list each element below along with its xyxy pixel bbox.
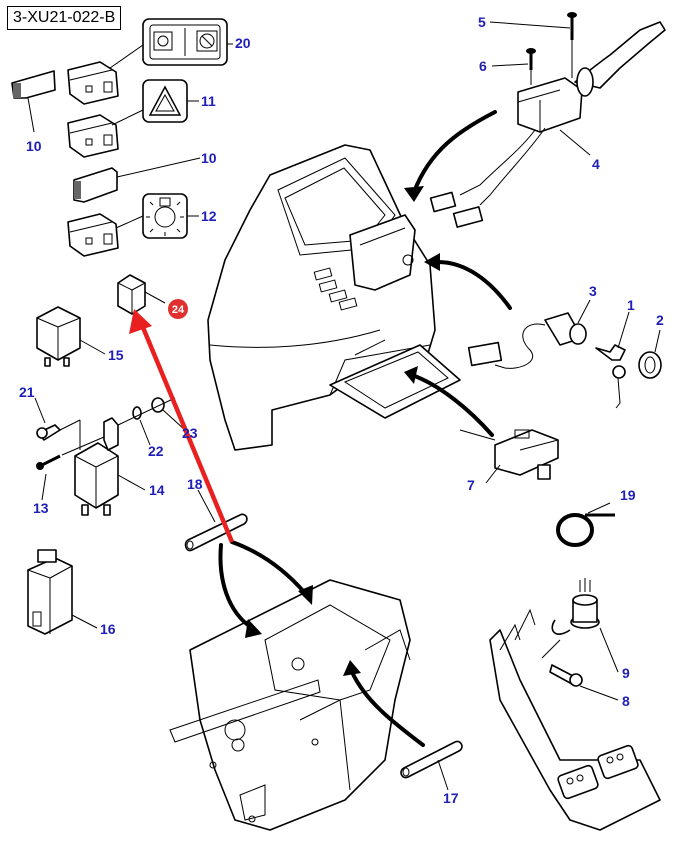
arrowhead xyxy=(404,186,424,202)
harness-connector-pair xyxy=(429,191,484,228)
callout-19[interactable]: 19 xyxy=(620,487,636,503)
pin-17[interactable] xyxy=(400,740,463,779)
arrowhead xyxy=(343,660,361,676)
stalk-switch-4[interactable] xyxy=(459,21,666,206)
relay-24[interactable] xyxy=(117,274,146,315)
highlight-arrow-shaft xyxy=(139,324,235,543)
rocker-switch-2[interactable] xyxy=(67,114,119,158)
callout-23[interactable]: 23 xyxy=(182,425,198,441)
cable-tie-19[interactable] xyxy=(556,513,615,547)
blanking-plug-10b[interactable] xyxy=(73,167,118,203)
diagram-reference-code: 3-XU21-022-B xyxy=(7,6,122,30)
relay-14[interactable] xyxy=(74,417,119,516)
light-symbol-12[interactable] xyxy=(142,193,188,239)
rocker-switch-1[interactable] xyxy=(67,61,119,105)
callout-22[interactable]: 22 xyxy=(148,443,164,459)
arrow-pin17 xyxy=(350,670,425,747)
callout-7[interactable]: 7 xyxy=(467,477,475,493)
callout-18[interactable]: 18 xyxy=(187,476,203,492)
callout-9[interactable]: 9 xyxy=(622,665,630,681)
arrow-pin18-left xyxy=(218,543,254,630)
arrow-to-console-top xyxy=(412,110,497,194)
callout-12[interactable]: 12 xyxy=(201,208,217,224)
highlighted-part-badge[interactable]: 24 xyxy=(168,299,188,319)
callout-16[interactable]: 16 xyxy=(100,621,116,637)
arrowhead xyxy=(298,585,313,605)
callout-8[interactable]: 8 xyxy=(622,693,630,709)
nut-23[interactable] xyxy=(151,397,165,413)
highlight-arrowhead xyxy=(129,309,152,334)
instrument-console-housing[interactable] xyxy=(207,144,461,451)
callout-10b[interactable]: 10 xyxy=(201,150,217,166)
hazard-symbol-11[interactable] xyxy=(142,79,188,123)
arrow-to-console-side xyxy=(436,260,512,310)
callout-4[interactable]: 4 xyxy=(592,156,600,172)
callout-21[interactable]: 21 xyxy=(19,384,35,400)
relay-15[interactable] xyxy=(36,306,81,367)
badge-label: 24 xyxy=(172,304,185,316)
mounting-frame[interactable] xyxy=(169,579,411,831)
callout-3[interactable]: 3 xyxy=(589,283,597,299)
callout-2[interactable]: 2 xyxy=(656,312,664,328)
callout-14[interactable]: 14 xyxy=(149,482,165,498)
callout-15[interactable]: 15 xyxy=(108,347,124,363)
bolt-21[interactable] xyxy=(36,424,61,441)
bezel-ring-2[interactable] xyxy=(638,351,662,379)
flasher-unit-16[interactable] xyxy=(27,549,73,635)
callout-17[interactable]: 17 xyxy=(443,790,459,806)
arrow-pin18-right xyxy=(230,540,307,595)
callout-6[interactable]: 6 xyxy=(479,58,487,74)
pin-18[interactable] xyxy=(184,513,248,552)
callout-11[interactable]: 11 xyxy=(201,93,216,109)
arrowhead xyxy=(424,253,440,271)
washer-22[interactable] xyxy=(132,406,142,420)
screw-6[interactable] xyxy=(526,48,536,70)
arrowhead xyxy=(404,366,418,384)
rocker-switch-3[interactable] xyxy=(67,213,119,257)
screw-5[interactable] xyxy=(567,12,577,40)
ignition-key-1[interactable] xyxy=(595,344,626,409)
pedal-assembly[interactable] xyxy=(489,608,661,831)
blanking-plug-10a[interactable] xyxy=(11,70,56,99)
ignition-switch-3[interactable] xyxy=(467,312,587,369)
screw-13[interactable] xyxy=(36,454,61,470)
arrowhead xyxy=(245,619,262,638)
connector-block-7[interactable] xyxy=(494,429,559,480)
callout-10a[interactable]: 10 xyxy=(26,138,42,154)
callout-labels: 1 2 3 4 5 6 7 8 9 10 10 11 12 13 14 15 1… xyxy=(19,14,664,806)
arrow-to-console-tray xyxy=(410,373,494,437)
bolt-8[interactable] xyxy=(549,664,583,687)
switch-symbol-panel-20[interactable] xyxy=(142,18,228,66)
callout-13[interactable]: 13 xyxy=(33,500,49,516)
pedal-switch-9[interactable] xyxy=(551,578,600,635)
callout-20[interactable]: 20 xyxy=(235,35,251,51)
callout-5[interactable]: 5 xyxy=(478,14,486,30)
callout-1[interactable]: 1 xyxy=(627,297,635,313)
